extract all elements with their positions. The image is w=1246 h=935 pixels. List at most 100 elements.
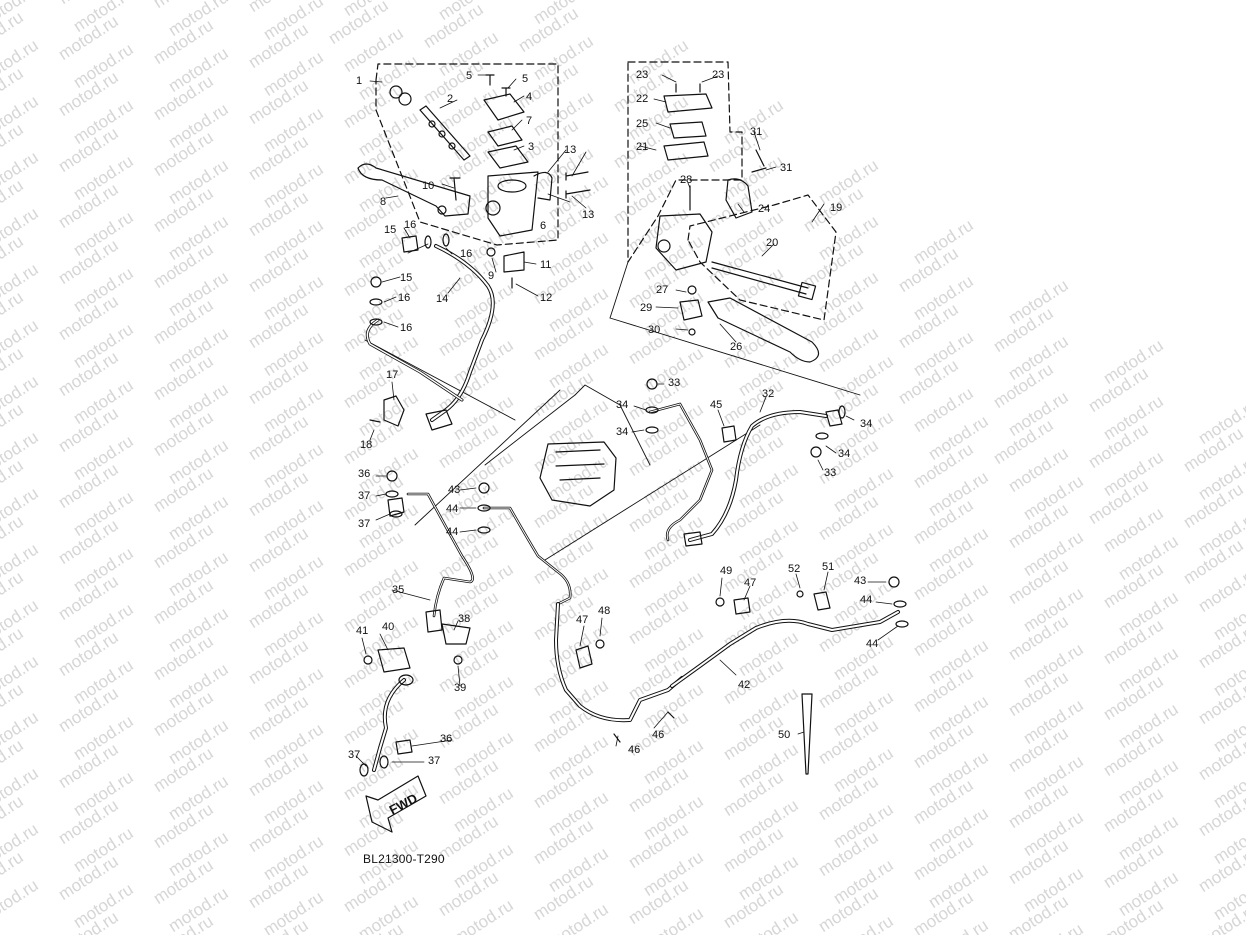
spring-part — [438, 130, 446, 138]
brake-hose-42 — [670, 610, 900, 688]
callout-36: 36 — [440, 733, 452, 745]
washer-37 — [359, 763, 369, 777]
union-fitting — [425, 609, 443, 633]
washer-16 — [369, 298, 383, 306]
callout-35: 35 — [392, 584, 404, 596]
seal-ring — [389, 85, 403, 99]
bolt-48 — [595, 639, 605, 649]
callout-11: 11 — [540, 259, 551, 271]
guide-line — [364, 339, 516, 421]
brake-pipe-35 — [406, 492, 474, 618]
callout-52: 52 — [788, 563, 800, 575]
right-master-cylinder-dashed-box — [627, 61, 743, 263]
cap-22 — [663, 93, 713, 113]
clamp-17 — [383, 395, 405, 427]
hose-collar — [398, 674, 414, 686]
right-lever-dashed-box — [687, 194, 837, 321]
screw-27 — [687, 285, 697, 295]
washer-44 — [895, 620, 909, 628]
plate-25 — [669, 121, 707, 139]
callout-32: 32 — [762, 388, 774, 400]
hose-fitting — [683, 531, 703, 547]
callout-10: 10 — [422, 180, 434, 192]
bolt-46 — [613, 733, 621, 743]
washer-16 — [442, 233, 450, 247]
spring-part — [448, 142, 456, 150]
clamp-40 — [377, 647, 411, 673]
callout-23: 23 — [712, 69, 724, 81]
callout-34: 34 — [616, 426, 628, 438]
brake-pipe-center — [482, 506, 572, 606]
callout-12: 12 — [540, 292, 552, 304]
callout-46: 46 — [652, 729, 664, 741]
hose-fitting — [387, 497, 405, 517]
switch-11 — [503, 251, 525, 273]
washer-16 — [424, 235, 432, 249]
callout-5: 5 — [466, 70, 472, 82]
callout-21: 21 — [636, 141, 648, 153]
guide-line — [609, 261, 629, 319]
banjo-bolt-15 — [401, 235, 419, 253]
center-brake-hose — [554, 602, 684, 723]
callout-15: 15 — [400, 272, 412, 284]
diagram-code: BL21300-T290 — [363, 852, 445, 866]
callout-20: 20 — [766, 237, 778, 249]
clamp-45 — [721, 425, 737, 443]
brake-pipe-inner — [366, 319, 463, 401]
callout-45: 45 — [710, 399, 722, 411]
clamp-47 — [733, 597, 751, 615]
callout-8: 8 — [380, 196, 386, 208]
seal-ring — [398, 92, 412, 106]
left-brake-lever — [357, 163, 471, 217]
callout-16: 16 — [404, 219, 416, 231]
callout-16: 16 — [398, 292, 410, 304]
callout-34: 34 — [860, 418, 872, 430]
holder-24 — [725, 178, 753, 219]
bolt-52 — [796, 590, 804, 598]
bolt-13 — [565, 171, 589, 181]
screw-5 — [485, 74, 495, 86]
callout-22: 22 — [636, 93, 648, 105]
diaphragm-3 — [487, 145, 529, 169]
callout-16: 16 — [400, 322, 412, 334]
piston-kit-20 — [711, 261, 809, 295]
bolt-10 — [449, 177, 461, 201]
callout-29: 29 — [640, 302, 652, 314]
callout-44: 44 — [446, 503, 458, 515]
plate-7 — [487, 125, 523, 147]
callout-1: 1 — [356, 75, 362, 87]
washer-16 — [369, 318, 383, 326]
callout-18: 18 — [360, 439, 372, 451]
washer-37 — [379, 755, 389, 769]
boot-part — [797, 281, 817, 301]
callout-30: 30 — [648, 324, 660, 336]
bracket-38 — [441, 623, 471, 645]
callout-34: 34 — [616, 399, 628, 411]
brake-hose-32-inner — [689, 411, 827, 541]
callout-51: 51 — [822, 561, 834, 573]
callout-48: 48 — [598, 605, 610, 617]
callout-39: 39 — [454, 682, 466, 694]
callout-17: 17 — [386, 369, 398, 381]
bolt-31 — [751, 167, 767, 173]
callout-50: 50 — [778, 729, 790, 741]
callout-37: 37 — [358, 518, 370, 530]
callout-13: 13 — [582, 209, 594, 221]
bolt-39 — [453, 655, 463, 665]
callout-15: 15 — [384, 224, 396, 236]
fwd-label: FWD — [387, 790, 420, 817]
callout-47: 47 — [576, 614, 588, 626]
right-brake-lever — [707, 297, 820, 363]
abs-hydraulic-unit — [539, 441, 617, 507]
bolt-36 — [386, 470, 398, 482]
switch-29 — [679, 299, 703, 321]
fitting-6 — [533, 171, 553, 201]
leader-lines — [355, 74, 899, 767]
callout-16: 16 — [460, 248, 472, 260]
callout-2: 2 — [447, 93, 453, 105]
bolt-43 — [888, 576, 900, 588]
washer-34 — [645, 426, 659, 434]
guide-line — [414, 389, 561, 526]
bolt-18 — [369, 419, 381, 423]
callout-49: 49 — [720, 565, 732, 577]
